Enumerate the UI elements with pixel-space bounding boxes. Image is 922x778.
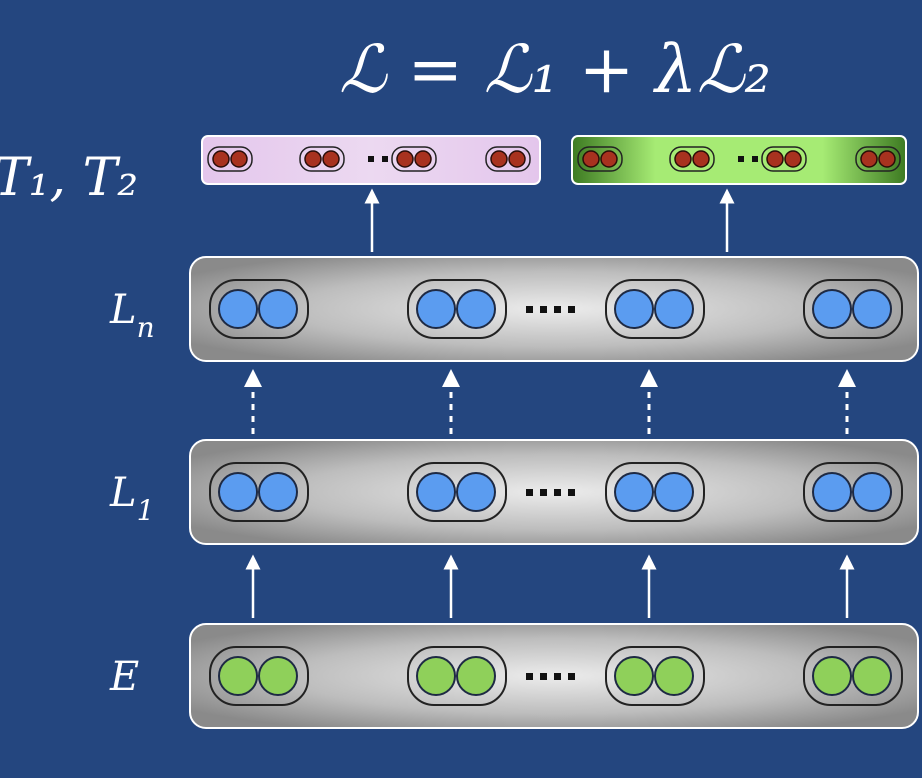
output-node <box>692 150 710 168</box>
neuron-node <box>614 656 654 696</box>
head-ellipsis <box>368 156 388 162</box>
neuron-node <box>456 289 496 329</box>
head-ellipsis <box>738 156 758 162</box>
neuron-node <box>456 656 496 696</box>
output-node-pair <box>761 146 807 172</box>
neuron-node <box>416 656 456 696</box>
output-node <box>600 150 618 168</box>
node-pair <box>209 279 309 339</box>
output-node-pair <box>485 146 531 172</box>
node-pair <box>605 462 705 522</box>
neuron-node <box>258 656 298 696</box>
node-pair <box>407 279 507 339</box>
node-pair <box>803 462 903 522</box>
output-node <box>674 150 692 168</box>
neuron-node <box>218 289 258 329</box>
output-heads <box>201 135 907 185</box>
neuron-node <box>852 289 892 329</box>
neuron-node <box>258 289 298 329</box>
node-pair <box>407 646 507 706</box>
neuron-node <box>218 656 258 696</box>
ellipsis-dots <box>526 673 575 680</box>
neuron-node <box>852 656 892 696</box>
output-node-pair <box>391 146 437 172</box>
neuron-node <box>812 289 852 329</box>
layer-label: E <box>109 654 139 700</box>
output-node-pair <box>299 146 345 172</box>
output-head-2 <box>571 135 907 185</box>
output-node <box>230 150 248 168</box>
layer-Ln: Ln <box>109 256 919 362</box>
neuron-node <box>812 472 852 512</box>
neuron-node <box>852 472 892 512</box>
output-node <box>322 150 340 168</box>
output-node-pair <box>669 146 715 172</box>
output-node <box>304 150 322 168</box>
output-node <box>582 150 600 168</box>
output-head-1 <box>201 135 541 185</box>
neuron-node <box>258 472 298 512</box>
neuron-node <box>654 472 694 512</box>
output-node <box>396 150 414 168</box>
output-node-pair <box>207 146 253 172</box>
connection-arrows <box>244 188 856 618</box>
neuron-node <box>654 289 694 329</box>
output-node-pair <box>577 146 623 172</box>
output-label: T₁, T₂ <box>0 148 138 208</box>
output-node <box>766 150 784 168</box>
neuron-node <box>614 289 654 329</box>
node-pair <box>605 279 705 339</box>
layer-L1: L1 <box>109 439 919 545</box>
neuron-node <box>416 472 456 512</box>
ellipsis-dots <box>526 489 575 496</box>
node-pair <box>209 462 309 522</box>
output-node <box>860 150 878 168</box>
loss-equation: ℒ = ℒ₁ + λℒ₂ <box>339 31 771 108</box>
node-pair <box>407 462 507 522</box>
node-pair <box>209 646 309 706</box>
output-node <box>414 150 432 168</box>
layer-label: L1 <box>109 470 154 527</box>
node-pair <box>803 279 903 339</box>
neuron-node <box>614 472 654 512</box>
output-node <box>508 150 526 168</box>
output-node <box>212 150 230 168</box>
node-pair <box>803 646 903 706</box>
neuron-node <box>416 289 456 329</box>
output-node-pair <box>855 146 901 172</box>
neuron-node <box>456 472 496 512</box>
neuron-node <box>218 472 258 512</box>
layer-label: Ln <box>109 287 155 344</box>
ellipsis-dots <box>526 306 575 313</box>
layer-E: E <box>109 623 919 729</box>
output-node <box>490 150 508 168</box>
output-node <box>878 150 896 168</box>
output-node <box>784 150 802 168</box>
neuron-node <box>654 656 694 696</box>
neuron-node <box>812 656 852 696</box>
node-pair <box>605 646 705 706</box>
